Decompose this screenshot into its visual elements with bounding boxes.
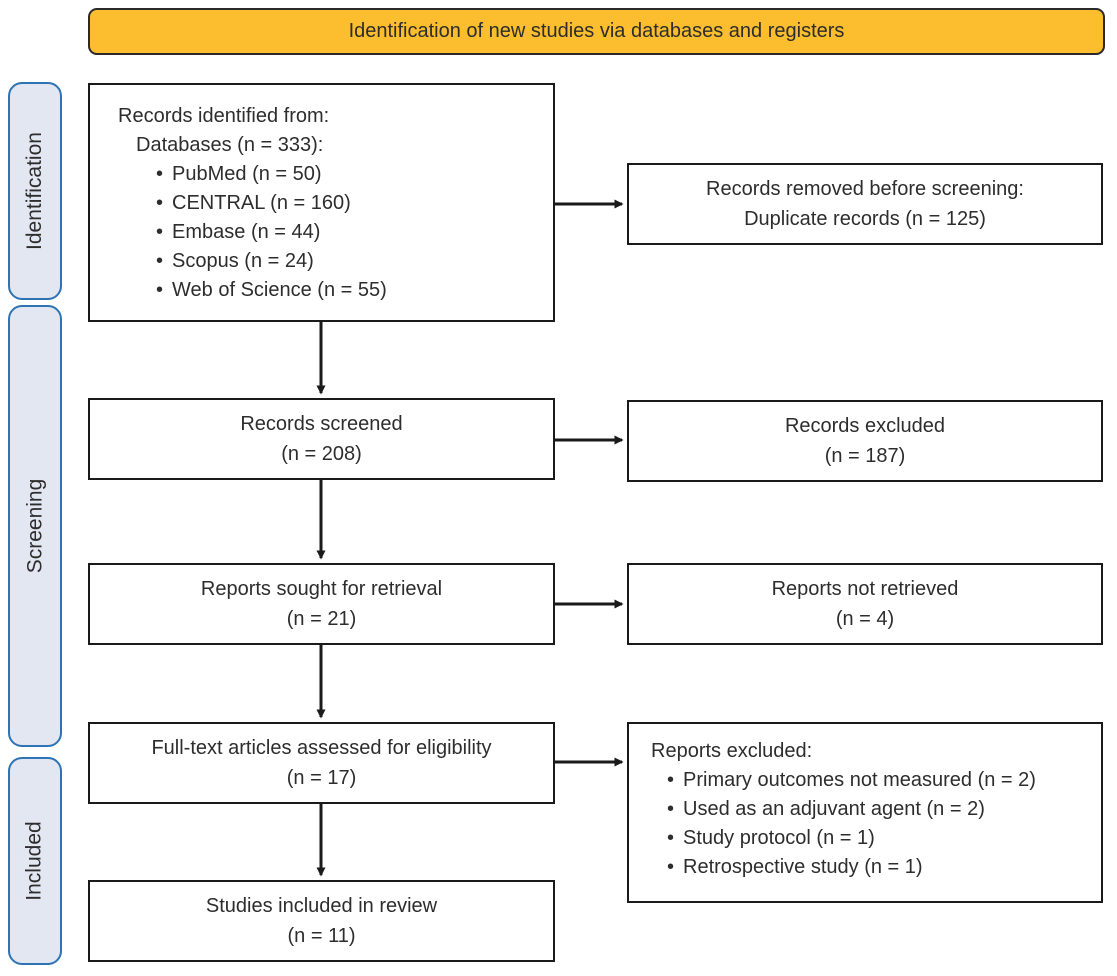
list-item: • Retrospective study (n = 1)	[651, 853, 1091, 882]
stage-label-screening-text: Screening	[23, 478, 46, 574]
exclusion-reason-1: Primary outcomes not measured (n = 2)	[683, 769, 1036, 791]
records-removed-line2: Duplicate records (n = 125)	[744, 208, 986, 230]
bullet-glyph: •	[667, 856, 675, 878]
list-item: • Web of Science (n = 55)	[118, 276, 543, 305]
bullet-glyph: •	[156, 163, 164, 185]
bullet-glyph: •	[667, 827, 675, 849]
reports-not-retrieved-label: Reports not retrieved	[771, 578, 959, 600]
stage-label-included: Included	[8, 757, 62, 965]
box-studies-included: Studies included in review (n = 11)	[88, 880, 555, 962]
reports-sought-count: (n = 21)	[286, 608, 357, 630]
database-pubmed: PubMed (n = 50)	[172, 163, 322, 185]
bullet-glyph: •	[156, 221, 164, 243]
list-item: • Study protocol (n = 1)	[651, 824, 1091, 853]
database-central: CENTRAL (n = 160)	[172, 192, 351, 214]
bullet-glyph: •	[667, 769, 675, 791]
records-screened-label: Records screened	[240, 413, 403, 435]
exclusion-reason-3: Study protocol (n = 1)	[683, 827, 875, 849]
studies-included-label: Studies included in review	[205, 895, 438, 917]
database-scopus: Scopus (n = 24)	[172, 250, 314, 272]
list-item: • Used as an adjuvant agent (n = 2)	[651, 795, 1091, 824]
bullet-glyph: •	[156, 192, 164, 214]
box-records-removed: Records removed before screening: Duplic…	[627, 163, 1103, 245]
reports-sought-label: Reports sought for retrieval	[200, 578, 443, 600]
box-reports-excluded: Reports excluded: • Primary outcomes not …	[627, 722, 1103, 903]
records-screened-count: (n = 208)	[281, 443, 362, 465]
stage-label-included-text: Included	[23, 821, 46, 901]
bullet-glyph: •	[156, 250, 164, 272]
reports-not-retrieved-count: (n = 4)	[835, 608, 895, 630]
box-reports-sought: Reports sought for retrieval (n = 21)	[88, 563, 555, 645]
banner: Identification of new studies via databa…	[88, 8, 1105, 55]
list-item: • PubMed (n = 50)	[118, 160, 543, 189]
stage-label-identification-text: Identification	[23, 132, 47, 250]
box-records-identified: Records identified from: Databases (n = …	[88, 83, 555, 322]
records-excluded-label: Records excluded	[784, 415, 946, 437]
stage-label-screening: Screening	[8, 305, 62, 747]
studies-included-count: (n = 11)	[287, 925, 356, 947]
reports-excluded-title: Reports excluded:	[651, 740, 813, 762]
bullet-glyph: •	[667, 798, 675, 820]
records-identified-subtitle: Databases (n = 333):	[136, 134, 324, 156]
fulltext-assessed-count: (n = 17)	[286, 767, 357, 789]
box-records-screened: Records screened (n = 208)	[88, 398, 555, 480]
list-item: • Primary outcomes not measured (n = 2)	[651, 766, 1091, 795]
records-excluded-count: (n = 187)	[824, 445, 906, 467]
fulltext-assessed-label: Full-text articles assessed for eligibil…	[151, 737, 492, 759]
database-embase: Embase (n = 44)	[172, 221, 321, 243]
list-item: • CENTRAL (n = 160)	[118, 189, 543, 218]
database-web-of-science: Web of Science (n = 55)	[172, 279, 387, 301]
exclusion-reason-2: Used as an adjuvant agent (n = 2)	[683, 798, 985, 820]
records-removed-line1: Records removed before screening:	[706, 178, 1024, 200]
box-records-excluded: Records excluded (n = 187)	[627, 400, 1103, 482]
list-item: • Embase (n = 44)	[118, 218, 543, 247]
stage-label-identification: Identification	[8, 82, 62, 300]
banner-label: Identification of new studies via databa…	[348, 20, 845, 42]
list-item: • Scopus (n = 24)	[118, 247, 543, 276]
bullet-glyph: •	[156, 279, 164, 301]
box-reports-not-retrieved: Reports not retrieved (n = 4)	[627, 563, 1103, 645]
records-identified-title: Records identified from:	[118, 105, 330, 127]
box-fulltext-assessed: Full-text articles assessed for eligibil…	[88, 722, 555, 804]
exclusion-reason-4: Retrospective study (n = 1)	[683, 856, 923, 878]
